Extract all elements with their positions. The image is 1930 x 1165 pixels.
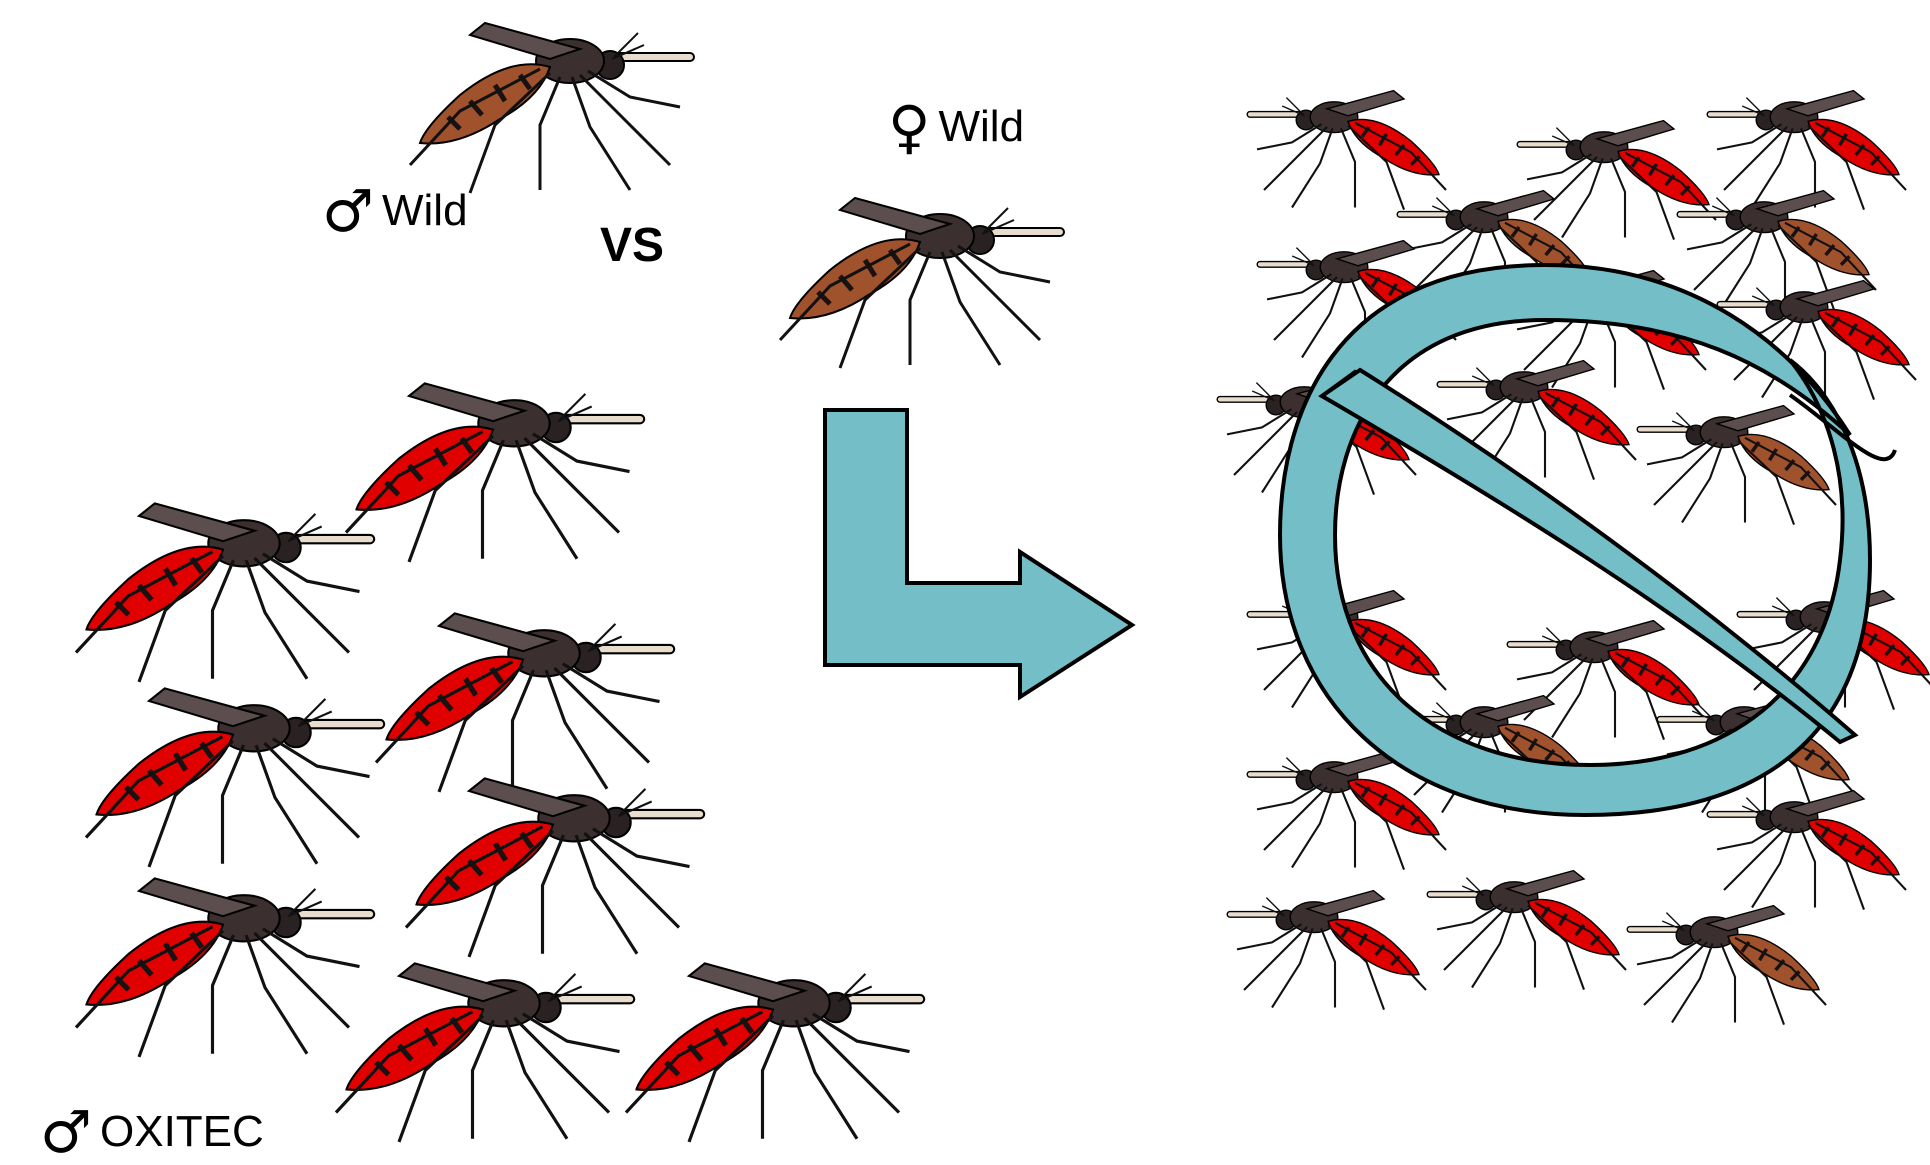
male-wild-text: Wild	[382, 186, 468, 235]
vs-label: VS	[600, 222, 664, 270]
female-wild-text: Wild	[938, 102, 1024, 151]
wild-male-mosquito	[410, 23, 690, 193]
male-symbol-icon: ♂	[40, 1103, 92, 1161]
oxitec-male-mosquitoes	[76, 383, 920, 1142]
female-wild-label: ♀Wild	[888, 98, 1024, 156]
male-wild-label: ♂Wild	[322, 182, 468, 240]
male-symbol-icon: ♂	[322, 182, 374, 240]
female-symbol-icon: ♀	[888, 98, 930, 156]
bent-arrow-icon	[825, 410, 1132, 697]
male-oxitec-label: ♂OXITEC	[40, 1103, 264, 1161]
prohibition-icon	[1280, 265, 1895, 815]
oxitec-text: OXITEC	[100, 1107, 264, 1156]
wild-female-mosquito	[780, 198, 1060, 368]
